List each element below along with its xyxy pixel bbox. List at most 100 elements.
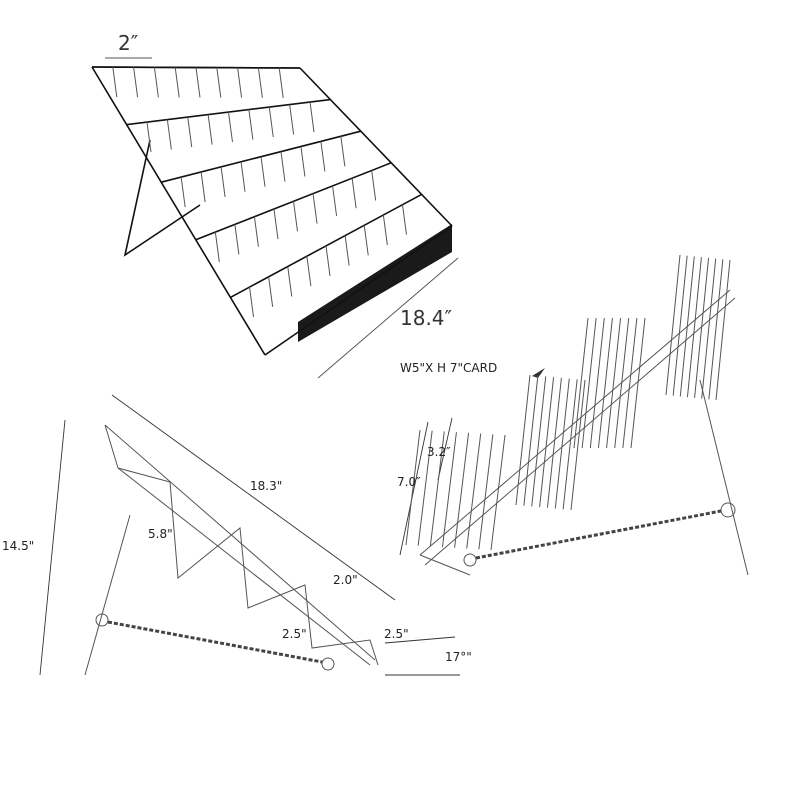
rack-divider-wire [174, 67, 180, 98]
rack-divider-wire [340, 136, 346, 167]
card-pocket-height-label: 7.0″ [397, 475, 421, 489]
rack-divider-wire [268, 107, 274, 138]
rack-divider-wire [234, 224, 240, 255]
rack-base [419, 554, 471, 576]
card-fin-wire [701, 258, 717, 399]
rack-tier-edge [264, 225, 453, 356]
fin-height-label: 3.2″ [427, 445, 451, 459]
card-fin-wire [405, 429, 421, 546]
rack-divider-wire [187, 117, 193, 148]
card-fin-wire [515, 374, 531, 506]
rack-divider-wire [214, 232, 220, 263]
rack-divider-wire [146, 122, 152, 153]
card-fin-wire [589, 317, 605, 449]
rack-divider-wire [166, 119, 172, 150]
rack-divider-wire [249, 287, 255, 318]
rack-length-label: 18.4″ [400, 306, 452, 330]
length-dimension-line [111, 394, 396, 601]
rack-divider-wire [332, 185, 338, 216]
chain-ring [321, 657, 335, 671]
rack-divider-wire [207, 114, 213, 145]
arrow-icon [532, 368, 545, 378]
rack-steps [104, 424, 379, 666]
card-fin-wire [573, 317, 589, 449]
rack-divider-wire [289, 104, 295, 135]
rack-divider-wire [280, 151, 286, 182]
rack-divider-wire [237, 67, 243, 98]
rack-divider-wire [351, 178, 357, 209]
rack-divider-wire [287, 266, 293, 297]
rack-side-edge [299, 67, 453, 227]
rack-divider-wire [273, 208, 279, 240]
slot-width-label: 2″ [118, 31, 138, 55]
depth-label: 2.5" [282, 627, 307, 641]
rack-side-edge [91, 66, 266, 356]
rack-divider-wire [382, 214, 388, 246]
rack-divider-wire [344, 235, 350, 266]
card-fin-wire [562, 379, 578, 510]
rack-divider-wire [228, 112, 233, 143]
rack-rail [419, 289, 731, 556]
chain-ring [95, 613, 109, 627]
card-fin-wire [672, 255, 688, 396]
rack-divider-wire [371, 170, 377, 201]
rack-divider-wire [248, 109, 254, 140]
card-size-label: W5"X H 7"CARD [400, 361, 497, 375]
rack-divider-wire [325, 245, 331, 276]
card-fin-wire [581, 317, 597, 449]
card-fin-wire [614, 317, 630, 449]
tier-rise-label: 2.0" [333, 573, 358, 587]
side-height-label: 14.5" [2, 539, 34, 553]
card-fin-wire [546, 377, 562, 508]
side-length-label: 18.3" [250, 479, 282, 493]
rack-leg [699, 379, 749, 576]
rack-divider-wire [363, 225, 369, 256]
card-fin-wire [554, 378, 570, 509]
rack-divider-wire [309, 102, 315, 133]
card-fin-wire [429, 431, 445, 547]
card-fin-wire [694, 257, 710, 398]
chain-ring [463, 553, 477, 567]
angle-line [384, 636, 456, 644]
card-fin-wire [622, 317, 638, 449]
rack-divider-wire [253, 216, 259, 247]
card-fin-wire [417, 430, 433, 546]
rack-divider-wire [195, 67, 201, 98]
rack-divider-wire [153, 67, 159, 98]
card-fin-wire [630, 317, 646, 449]
rack-leg [123, 139, 201, 257]
length-dimension-line [317, 257, 459, 379]
wire-rack-3d-view [91, 66, 453, 356]
rack-rail [424, 297, 736, 566]
rack-divider-wire [112, 67, 118, 98]
card-fin-wire [679, 256, 695, 397]
card-fin-wire [441, 432, 457, 548]
pocket-height-label: 5.8" [148, 527, 173, 541]
card-fin-wire [478, 434, 494, 550]
card-fin-wire [454, 432, 470, 548]
wire-rack-card-view [399, 254, 749, 576]
card-fin-wire [665, 254, 681, 396]
rack-divider-wire [312, 193, 318, 224]
rack-rail [104, 424, 376, 661]
rack-divider-wire [300, 146, 306, 177]
chain [107, 620, 323, 664]
card-fin-wire [708, 259, 724, 400]
angle-label: 17°" [445, 650, 472, 664]
pocket-dimension-line [399, 421, 429, 556]
chain-ring [720, 502, 736, 518]
rack-divider-wire [401, 204, 407, 235]
rack-divider-wire [278, 67, 284, 98]
rack-divider-wire [260, 156, 266, 187]
rack-divider-wire [180, 177, 186, 208]
card-fin-wire [715, 259, 731, 401]
rack-divider-wire [220, 166, 226, 197]
card-fin-wire [686, 257, 702, 398]
card-fin-wire [539, 377, 555, 508]
rack-leg [84, 514, 131, 676]
card-fin-wire [570, 379, 586, 511]
card-fin-wire [466, 433, 482, 549]
wire-rack-side-view [39, 394, 396, 676]
rack-divider-wire [268, 276, 274, 307]
